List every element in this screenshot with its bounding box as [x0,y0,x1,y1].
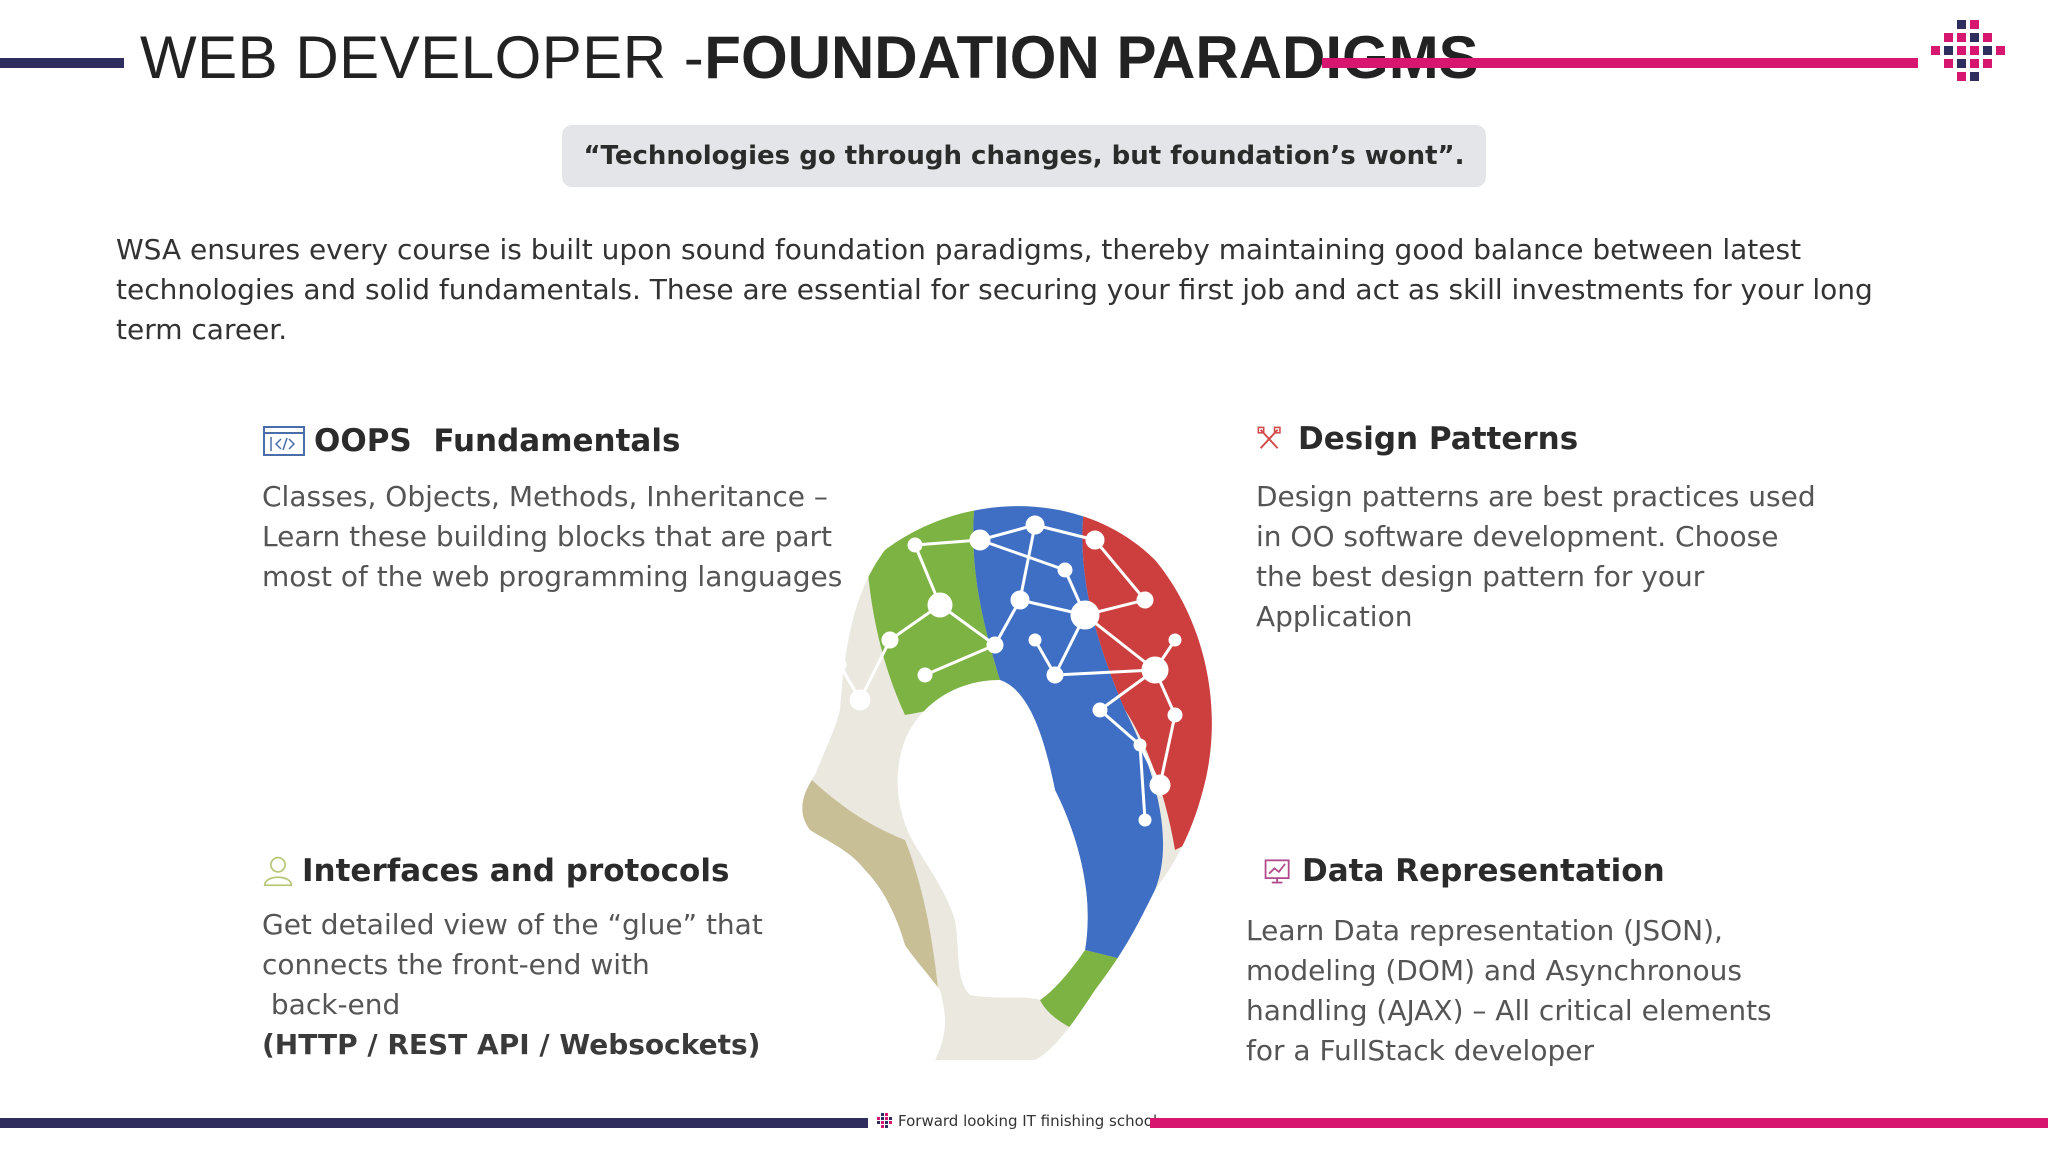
oops-heading: OOPS Fundamentals [262,423,680,459]
oops-description: Classes, Objects, Methods, Inheritance –… [262,480,843,593]
interfaces-description: Get detailed view of the “glue” that con… [262,905,822,1065]
footer-tagline: Forward looking IT finishing school [876,1112,1157,1130]
footer-bar-left [0,1118,868,1128]
quote-box: “Technologies go through changes, but fo… [562,125,1486,187]
chart-monitor-icon [1264,859,1290,884]
data-representation-heading: Data Representation [1262,853,1665,889]
design-patterns-description: Design patterns are best practices used … [1256,480,1816,633]
footer-logo-icon [877,1113,892,1128]
head-network-illustration [802,506,1212,1060]
interfaces-protocols: (HTTP / REST API / Websockets) [262,1028,761,1061]
interfaces-heading: Interfaces and protocols [262,853,729,889]
title-light: WEB DEVELOPER - [140,24,705,91]
header-bar-right [1322,58,1918,68]
page-title: WEB DEVELOPER -FOUNDATION PARADIGMS [140,22,1479,94]
oops-title: OOPS Fundamentals [314,423,681,459]
interfaces-title: Interfaces and protocols [302,853,730,889]
data-representation-description: Learn Data representation (JSON), modeli… [1246,914,1772,1067]
design-patterns-heading: Design Patterns [1256,421,1578,457]
intro-paragraph: WSA ensures every course is built upon s… [116,233,1873,346]
title-bold: FOUNDATION PARADIGMS [704,24,1479,91]
quote-text: “Technologies go through changes, but fo… [583,141,1465,171]
data-representation-title: Data Representation [1302,853,1665,889]
code-window-icon [263,426,305,456]
person-icon [263,856,293,887]
interfaces-line2: back-end [270,988,401,1021]
design-patterns-title: Design Patterns [1298,421,1579,457]
interfaces-line1: Get detailed view of the “glue” that con… [262,908,763,981]
header-bar-left [0,58,124,68]
logo-dots-icon [1931,20,2005,81]
crossed-tools-icon [1257,426,1281,449]
footer-text: Forward looking IT finishing school [898,1112,1158,1130]
footer-bar-right [1150,1118,2048,1128]
